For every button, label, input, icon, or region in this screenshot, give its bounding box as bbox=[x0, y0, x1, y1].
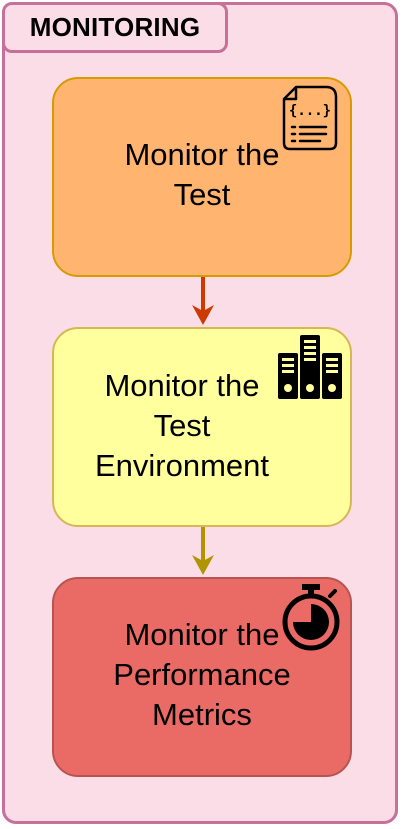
step-label-line: Performance bbox=[113, 657, 291, 692]
step-label-line: Monitor the bbox=[124, 617, 280, 652]
step-label-line: Environment bbox=[94, 448, 270, 483]
step-label-line: Test bbox=[173, 177, 231, 212]
section-title: MONITORING bbox=[2, 2, 228, 53]
step-label-line: Monitor the bbox=[124, 137, 280, 172]
step-label-line: Test bbox=[153, 408, 211, 443]
svg-text:{...}: {...} bbox=[289, 103, 331, 119]
flow-arrow bbox=[192, 277, 214, 325]
flow-arrow bbox=[192, 527, 214, 575]
step-label-line: Metrics bbox=[152, 697, 252, 732]
step-label: Monitor the Performance Metrics bbox=[92, 615, 312, 735]
step-label: Monitor the Test bbox=[102, 135, 302, 215]
step-label: Monitor the Test Environment bbox=[82, 366, 282, 486]
stopwatch-icon bbox=[282, 584, 340, 651]
json-file-icon: {...} bbox=[282, 85, 338, 151]
step-monitor-test[interactable]: Monitor the Test bbox=[52, 77, 352, 277]
step-monitor-performance[interactable]: Monitor the Performance Metrics bbox=[52, 577, 352, 777]
step-label-line: Monitor the bbox=[104, 368, 260, 403]
server-icon bbox=[278, 335, 342, 399]
